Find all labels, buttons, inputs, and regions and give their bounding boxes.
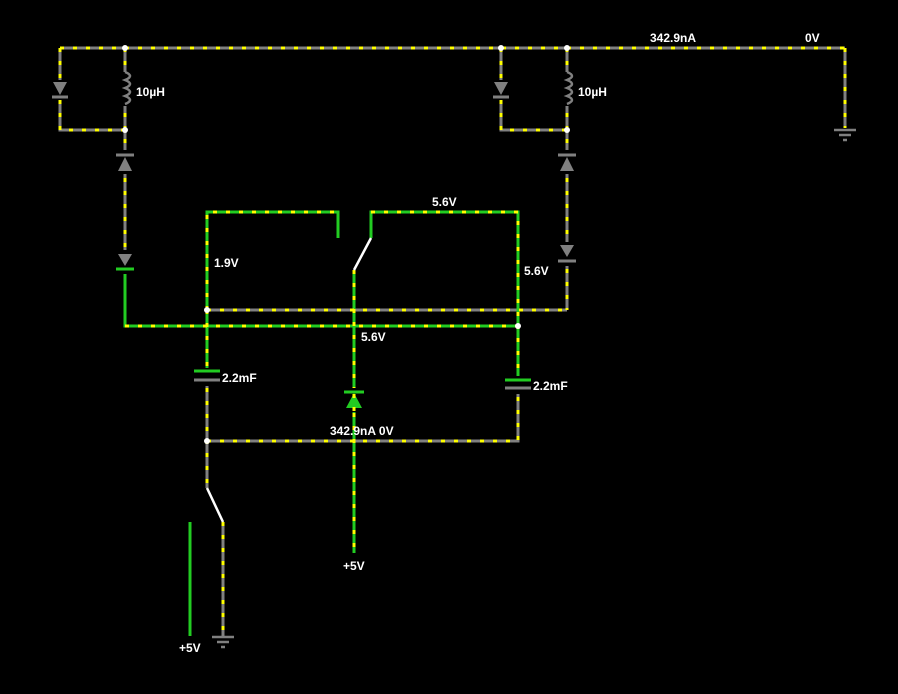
switch-icon[interactable] (352, 237, 373, 271)
diode-icon[interactable] (344, 388, 364, 412)
long-horizontal-wire[interactable] (123, 268, 518, 328)
node[interactable] (515, 323, 521, 329)
capacitor-icon[interactable] (503, 376, 533, 394)
node[interactable] (204, 307, 210, 313)
diode-icon[interactable] (493, 80, 509, 100)
inductor-right-label: 10µH (578, 85, 607, 99)
labels: 342.9nA 0V 10µH 10µH 1.9V 5.6V 5.6V 5.6V… (136, 31, 820, 655)
capacitor-icon[interactable] (192, 368, 222, 386)
diode-icon[interactable] (558, 150, 576, 174)
ground-icon[interactable] (834, 128, 856, 142)
source-center-label: +5V (343, 559, 365, 573)
top-voltage-label: 0V (805, 31, 820, 45)
source-left-label: +5V (179, 641, 201, 655)
bottom-wire[interactable] (207, 390, 520, 443)
top-current-label: 342.9nA (650, 31, 696, 45)
bottom-current-label: 342.9nA 0V (330, 424, 394, 438)
right-top-loop-wire[interactable] (369, 210, 520, 380)
diode-icon[interactable] (52, 80, 68, 100)
switch-icon[interactable] (205, 487, 225, 523)
diode-icon[interactable] (116, 150, 134, 174)
node[interactable] (122, 45, 128, 51)
node[interactable] (122, 127, 128, 133)
active-wires (123, 210, 520, 636)
voltage-right-label: 5.6V (524, 264, 549, 278)
node[interactable] (204, 438, 210, 444)
capacitor-right-label: 2.2mF (533, 379, 568, 393)
inductor-icon[interactable] (560, 70, 578, 106)
node[interactable] (564, 127, 570, 133)
left-loop-wire[interactable] (58, 48, 125, 132)
voltage-top-right-label: 5.6V (432, 195, 457, 209)
node[interactable] (498, 45, 504, 51)
voltage-center-label: 5.6V (361, 330, 386, 344)
diode-icon[interactable] (116, 250, 134, 274)
inductor-icon[interactable] (118, 70, 136, 106)
idle-wires (58, 46, 847, 636)
capacitor-left-label: 2.2mF (222, 371, 257, 385)
current-dots (58, 46, 847, 636)
inductor-left-label: 10µH (136, 85, 165, 99)
voltage-left-label: 1.9V (214, 256, 239, 270)
right-loop-wire[interactable] (499, 48, 567, 132)
ground-icon[interactable] (212, 635, 234, 649)
junction-nodes (122, 45, 570, 444)
diode-icon[interactable] (558, 242, 576, 266)
left-top-loop-wire[interactable] (205, 210, 340, 310)
node[interactable] (564, 45, 570, 51)
